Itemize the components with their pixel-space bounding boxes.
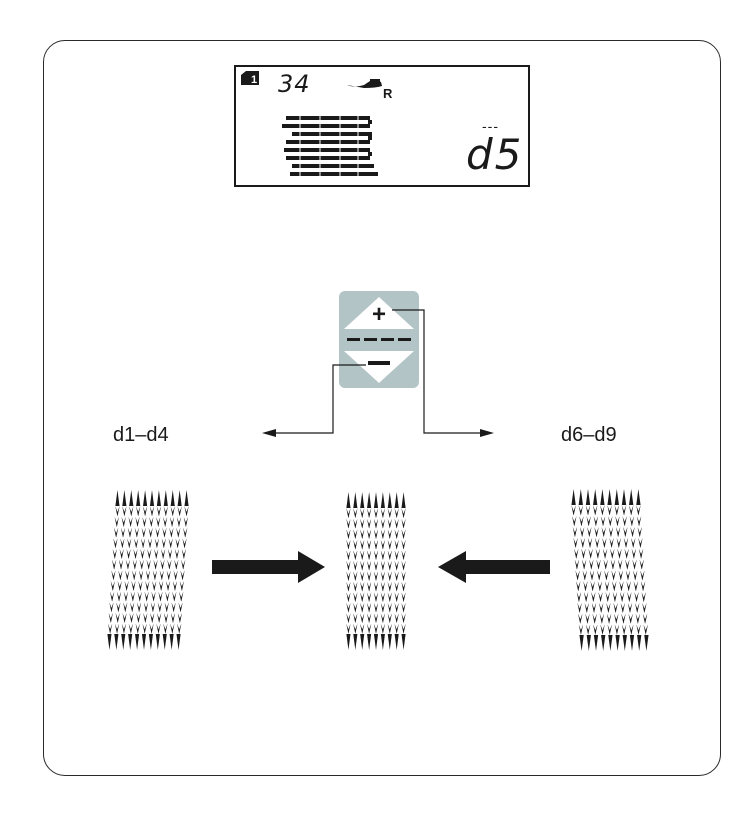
plus-button[interactable]: +	[344, 297, 414, 329]
plus-symbol: +	[372, 301, 386, 328]
control-divider	[347, 338, 411, 341]
minus-symbol	[368, 361, 390, 365]
arrow-left-icon	[438, 551, 550, 583]
stitch-sample-balanced	[335, 492, 417, 650]
range-label-right: d6–d9	[561, 424, 617, 447]
stitch-sample-stretched	[564, 489, 656, 651]
range-label-left: d1–d4	[113, 424, 169, 447]
minus-button[interactable]	[344, 351, 414, 383]
stitch-sample-compressed	[100, 490, 196, 650]
arrow-right-icon	[212, 551, 325, 583]
